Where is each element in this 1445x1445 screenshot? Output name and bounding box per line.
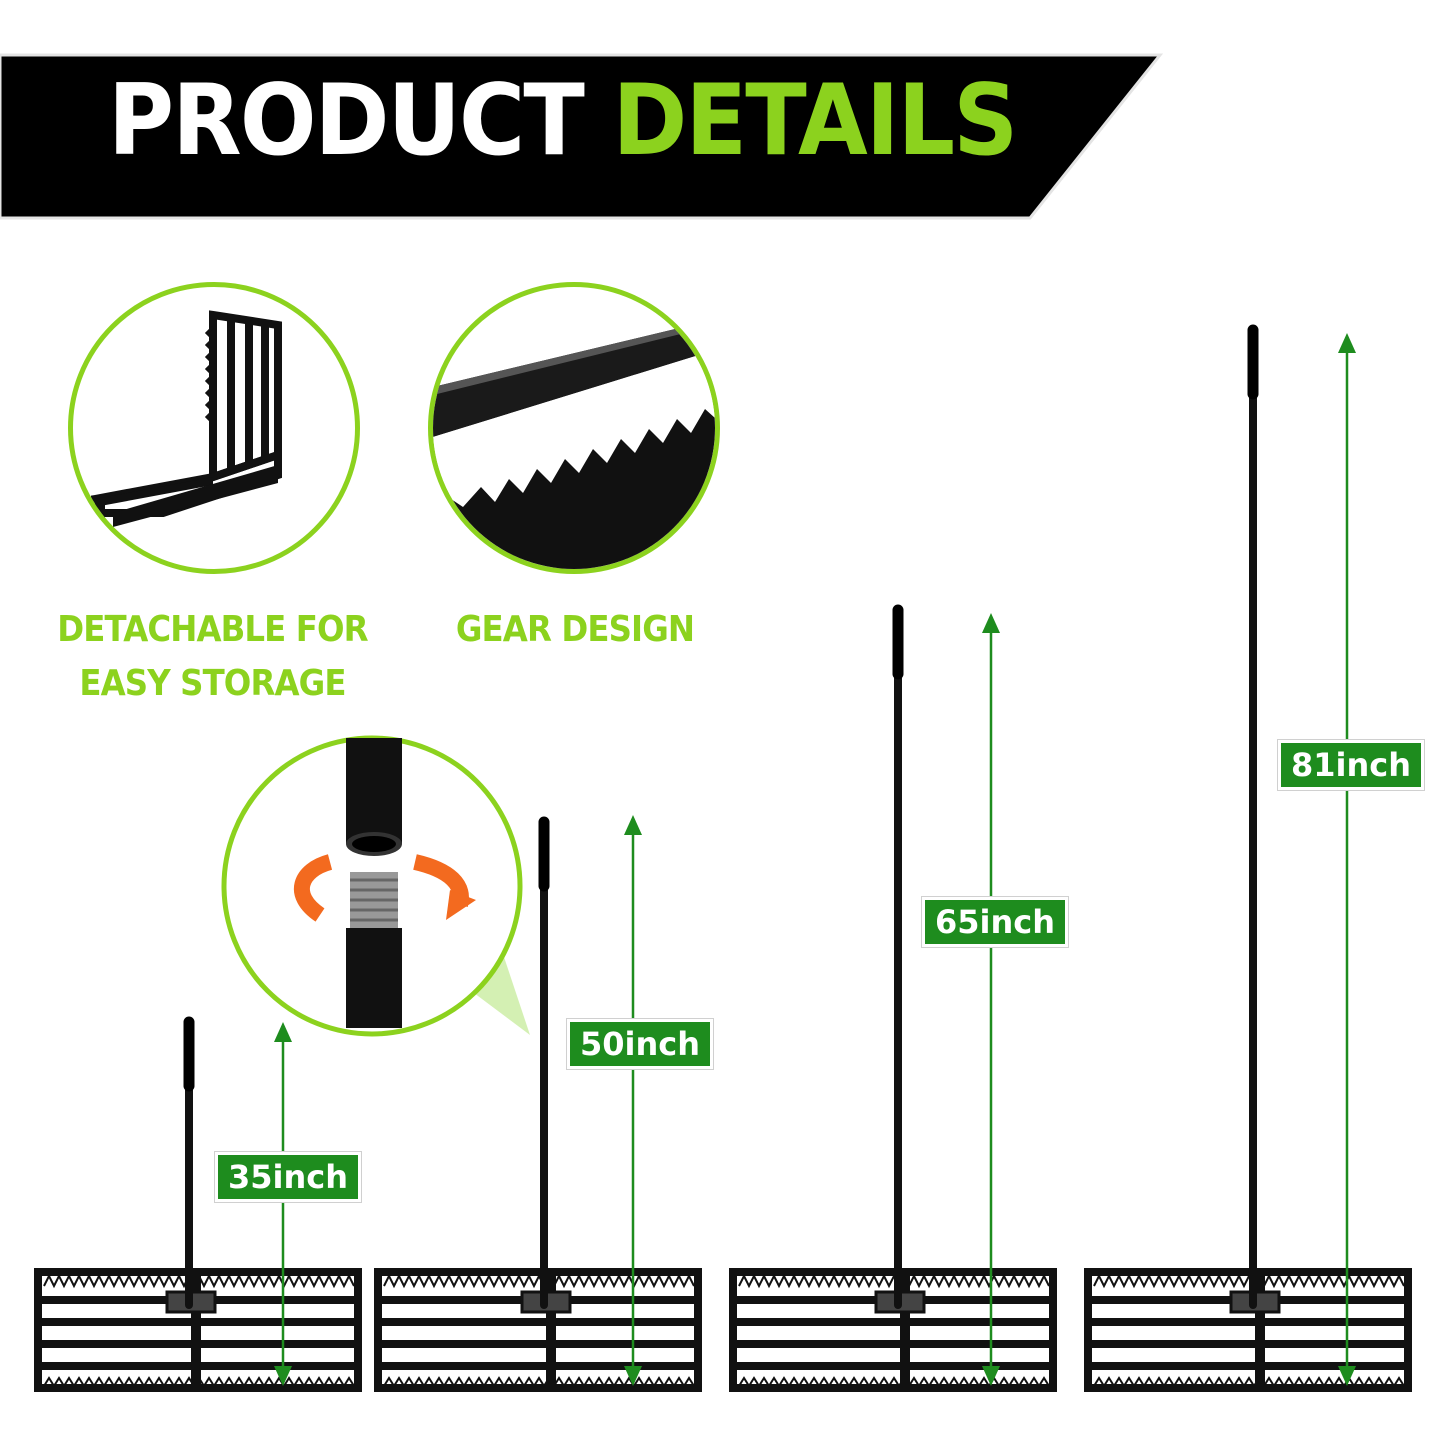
screw-joint-icon [293, 738, 476, 1028]
rakes-group [34, 324, 1412, 1392]
rake-frame [374, 1268, 702, 1392]
rake-slat [382, 1362, 694, 1370]
rake-slat [1092, 1340, 1404, 1348]
size-label-65inch: 65inch [922, 897, 1069, 947]
detachable-caption: DETACHABLE FOR EASY STORAGE [57, 603, 368, 711]
rake-slat [737, 1362, 1049, 1370]
rake-center-bar [1255, 1272, 1265, 1388]
arrow-down-icon [624, 1366, 642, 1386]
arrow-up-icon [274, 1022, 292, 1042]
detachable-caption-line1: DETACHABLE FOR [57, 609, 368, 650]
rake-slat [1092, 1362, 1404, 1370]
folding-frame-icon [91, 310, 282, 527]
rake-teeth-bottom [738, 1376, 1050, 1388]
size-label-35inch: 35inch [215, 1152, 362, 1202]
arrow-up-icon [624, 815, 642, 835]
rake-frame [729, 1268, 1057, 1392]
title-part-product: PRODUCT [108, 64, 585, 178]
rake-frame [1084, 1268, 1412, 1392]
rake-center-bar [546, 1272, 556, 1388]
rake-slat [1092, 1318, 1404, 1326]
rake-slat [382, 1318, 694, 1326]
title-part-details: DETAILS [612, 64, 1019, 178]
page-title: PRODUCT DETAILS [108, 72, 1018, 170]
size-label-81inch: 81inch [1278, 740, 1425, 790]
rake-center-bar [900, 1272, 910, 1388]
gear-caption-line1: GEAR DESIGN [455, 609, 695, 650]
gear-caption: GEAR DESIGN [436, 603, 715, 657]
detachable-caption-line2: EASY STORAGE [79, 663, 346, 704]
arrow-up-icon [1338, 333, 1356, 353]
rake-center-bar [191, 1272, 201, 1388]
rake-teeth-bottom [383, 1376, 695, 1388]
rake-slat [382, 1340, 694, 1348]
detachable-detail-circle [68, 282, 360, 574]
gear-detail-circle [428, 282, 720, 574]
rake-teeth [383, 1273, 695, 1289]
rake-slat [737, 1318, 1049, 1326]
size-label-50inch: 50inch [567, 1019, 714, 1069]
arrow-down-icon [274, 1366, 292, 1386]
arrow-up-icon [982, 613, 1000, 633]
arrow-down-icon [982, 1366, 1000, 1386]
serrated-edge-icon [433, 319, 715, 569]
header-banner [0, 53, 1164, 220]
rake-slat [737, 1340, 1049, 1348]
arrow-down-icon [1338, 1366, 1356, 1386]
rake-teeth-bottom [1093, 1376, 1405, 1388]
